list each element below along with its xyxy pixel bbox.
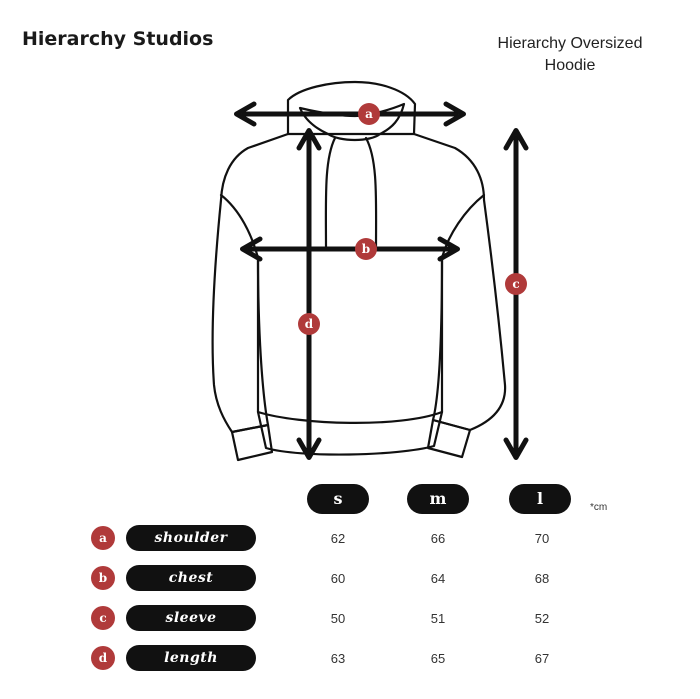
cell-sleeve-s: 50 [330,611,346,626]
product-title: Hierarchy Oversized Hoodie [470,33,670,77]
product-title-line2: Hoodie [544,57,596,74]
cell-shoulder-s: 62 [330,531,346,546]
cell-length-s: 63 [330,651,346,666]
cuff-right [426,418,472,459]
size-header-l: l [509,484,571,514]
row-marker-d-icon: d [91,646,115,670]
marker-d-icon: d [298,313,320,335]
row-label-sleeve: sleeve [126,605,256,631]
row-label-shoulder: shoulder [126,525,256,551]
hem [256,410,444,456]
cell-length-l: 67 [534,651,550,666]
svg-text:c: c [512,277,519,291]
svg-text:b: b [362,242,370,256]
body-outline [211,132,290,434]
cell-shoulder-m: 66 [430,531,446,546]
svg-text:d: d [305,317,314,331]
size-header-m: m [407,484,469,514]
cuff-left [230,423,274,462]
marker-a-icon: a [358,103,380,125]
brand-title: Hierarchy Studios [22,28,214,50]
row-marker-a-icon: a [91,526,115,550]
cell-chest-m: 64 [430,571,446,586]
cell-sleeve-m: 51 [430,611,446,626]
drawstring-left [324,136,337,252]
cell-shoulder-l: 70 [534,531,550,546]
unit-note: *cm [590,502,608,513]
cell-sleeve-l: 52 [534,611,550,626]
row-marker-b-icon: b [91,566,115,590]
cell-chest-s: 60 [330,571,346,586]
row-marker-c-icon: c [91,606,115,630]
size-header-s: s [307,484,369,514]
hoodie-outline [211,80,507,462]
cell-length-m: 65 [430,651,446,666]
product-title-line1: Hierarchy Oversized [497,35,643,52]
drawstring-right [364,136,378,252]
row-label-length: length [126,645,256,671]
marker-c-icon: c [505,273,527,295]
body-outline-right [412,132,507,432]
marker-b-icon: b [355,238,377,260]
cell-chest-l: 68 [534,571,550,586]
row-label-chest: chest [126,565,256,591]
svg-text:a: a [365,107,373,121]
